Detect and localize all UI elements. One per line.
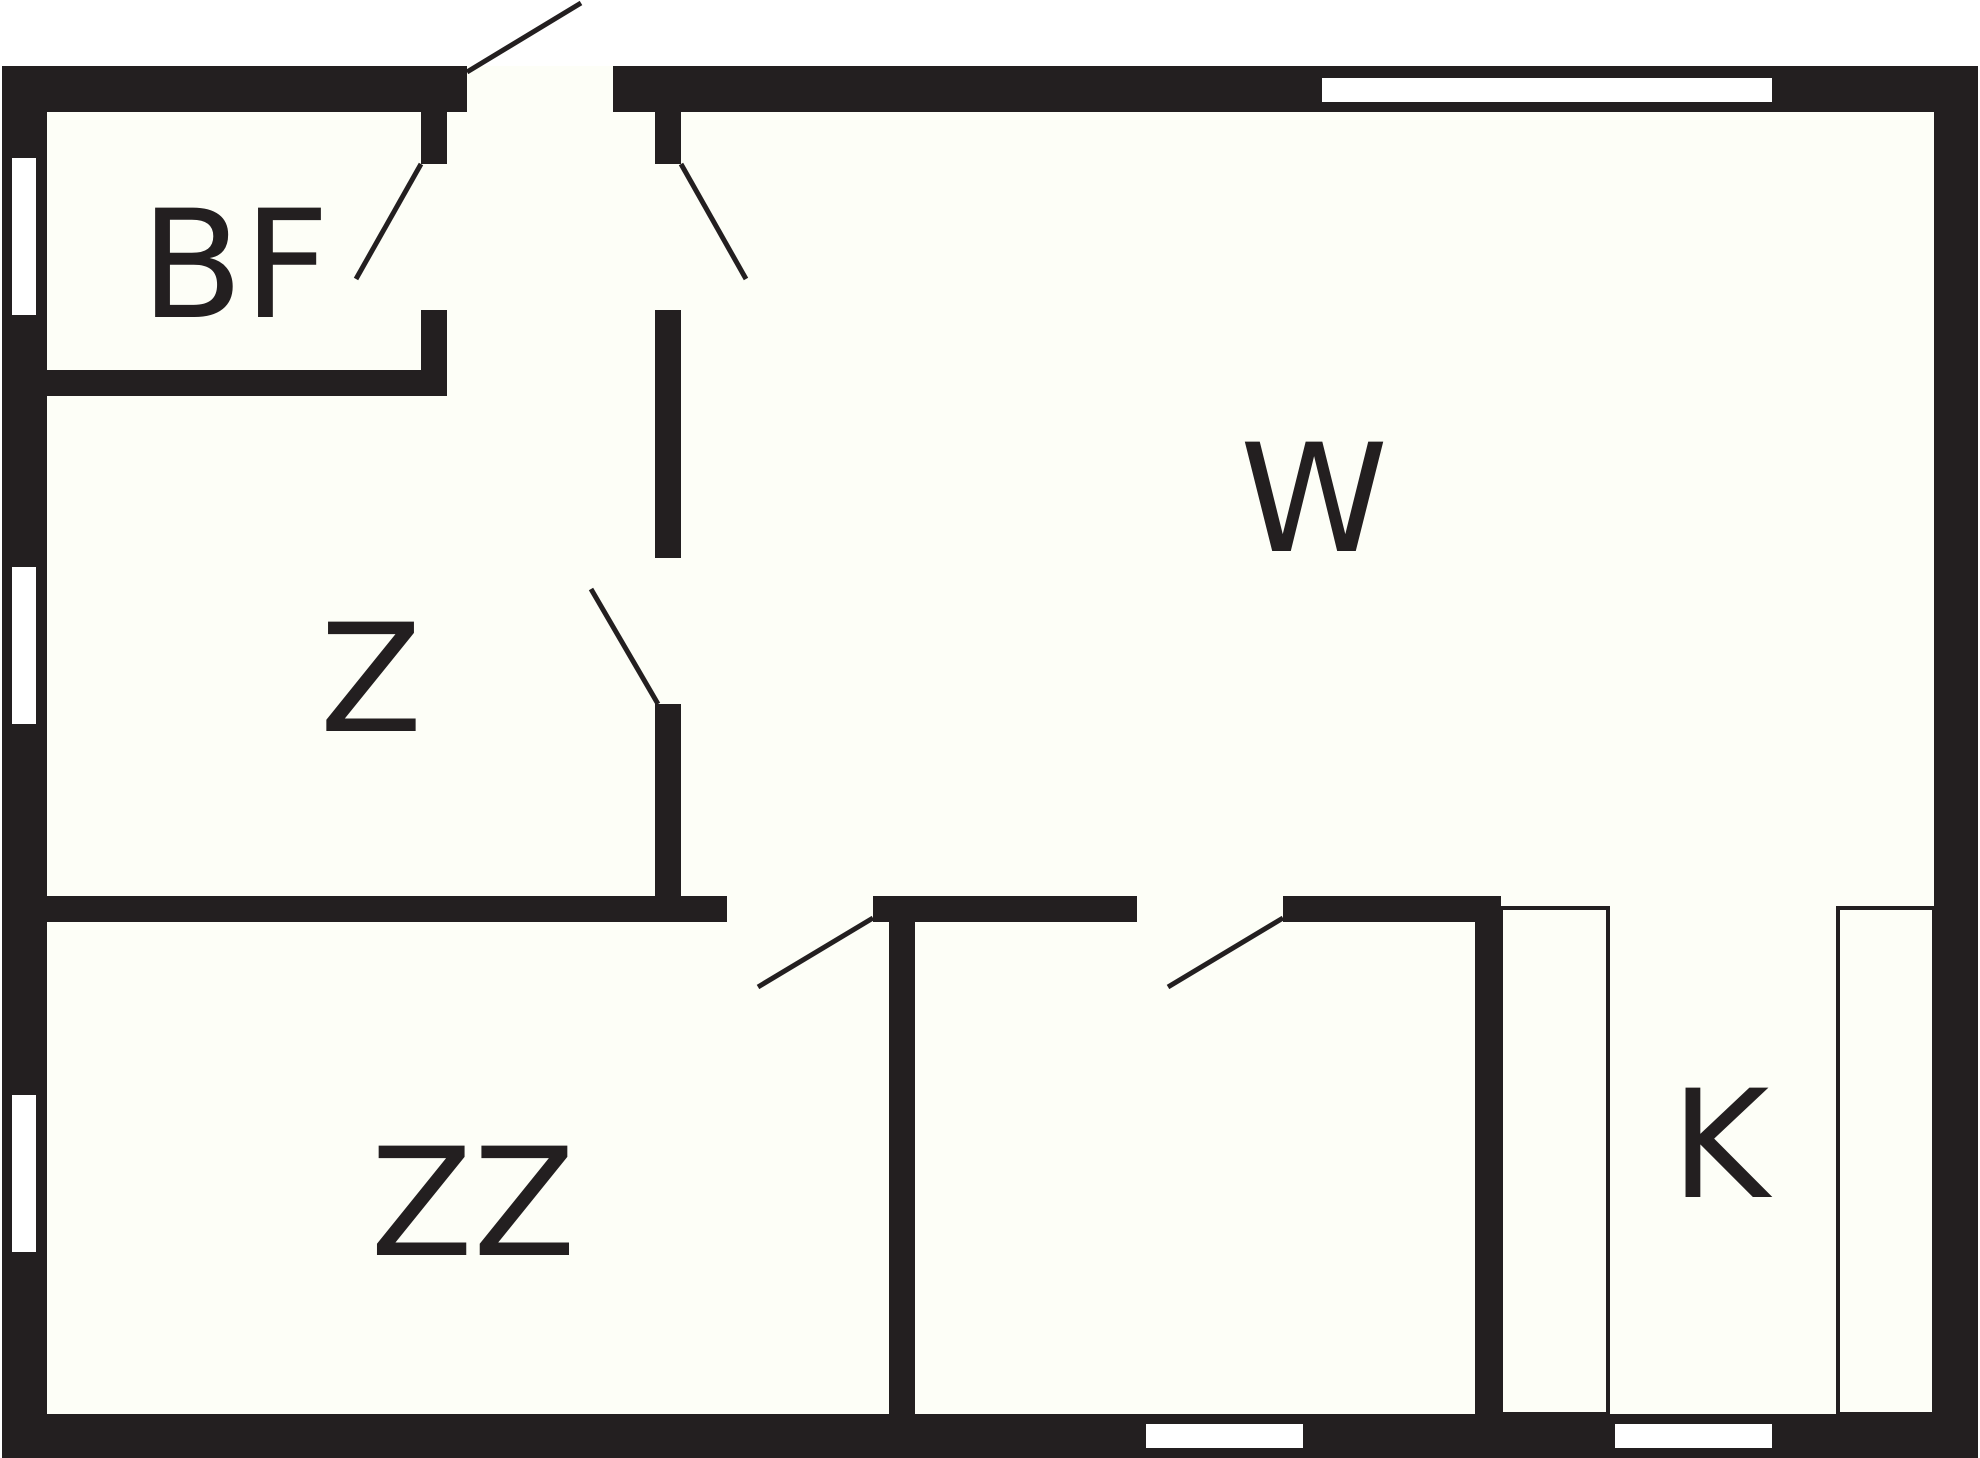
- room-label-bf: BF: [140, 179, 329, 353]
- window-left-3: [12, 1095, 36, 1252]
- room-label-k: K: [1671, 1059, 1773, 1233]
- hall-to-w-door-swing: [678, 162, 749, 281]
- kitchen-counter-right: [1836, 906, 1936, 1416]
- bf-door-swing: [353, 162, 424, 281]
- z-door-opening: [655, 558, 681, 704]
- floor-z: [47, 396, 655, 896]
- entrance-door-swing: [465, 0, 583, 75]
- z-door-swing: [588, 587, 661, 706]
- room-floors: [47, 112, 1934, 1414]
- floor-hall: [447, 112, 655, 428]
- room-label-w: W: [1240, 413, 1388, 587]
- zz-door-opening: [727, 896, 873, 922]
- window-top: [1322, 78, 1772, 102]
- kitchen-fixtures: [1499, 906, 1936, 1416]
- floor-zz: [47, 922, 889, 1414]
- window-left-1: [12, 158, 36, 315]
- middle-room-door-opening: [1137, 896, 1283, 922]
- hall-to-w-opening: [655, 164, 681, 310]
- room-label-zz: ZZ: [370, 1117, 576, 1291]
- door-swings: [353, 0, 1285, 990]
- door-openings: [421, 66, 1283, 922]
- middle-room-door-swing: [1166, 915, 1285, 990]
- floor-middle-room: [915, 922, 1475, 1414]
- windows: [12, 78, 1772, 1448]
- floor-bf: [47, 112, 421, 370]
- kitchen-counter-left: [1499, 906, 1610, 1416]
- window-bottom-2: [1615, 1424, 1772, 1448]
- entrance-opening: [467, 66, 613, 112]
- zz-door-swing: [756, 915, 875, 990]
- window-bottom-1: [1146, 1424, 1303, 1448]
- window-left-2: [12, 567, 36, 724]
- floor-w-upper: [681, 112, 1934, 896]
- room-label-z: Z: [320, 593, 423, 767]
- floor-k: [1501, 906, 1934, 1414]
- bf-door-opening: [421, 164, 447, 310]
